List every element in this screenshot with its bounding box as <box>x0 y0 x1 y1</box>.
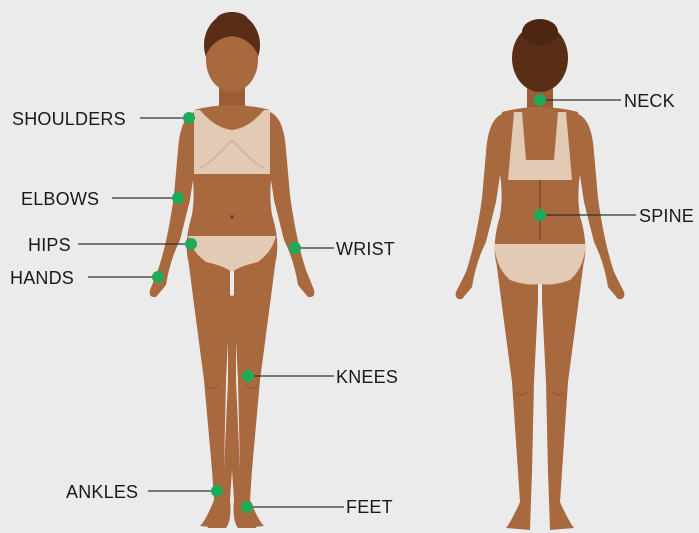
wrist-label: WRIST <box>336 239 395 259</box>
neck-marker <box>534 94 546 106</box>
ankles-marker <box>211 485 223 497</box>
wrist-marker <box>289 242 301 254</box>
hands-marker <box>152 271 164 283</box>
shoulders-label: SHOULDERS <box>12 109 126 129</box>
feet-label: FEET <box>346 497 393 517</box>
hips-label: HIPS <box>28 235 71 255</box>
elbows-marker <box>172 192 184 204</box>
spine-label: SPINE <box>639 206 694 226</box>
hips-marker <box>185 238 197 250</box>
feet-marker <box>241 501 253 513</box>
neck-label: NECK <box>624 91 675 111</box>
knees-marker <box>242 370 254 382</box>
front-figure <box>150 12 315 528</box>
elbows-label: ELBOWS <box>21 189 99 209</box>
hands-label: HANDS <box>10 268 74 288</box>
knees-label: KNEES <box>336 367 398 387</box>
spine-marker <box>534 209 546 221</box>
ankles-label: ANKLES <box>66 482 138 502</box>
shoulders-marker <box>183 112 195 124</box>
